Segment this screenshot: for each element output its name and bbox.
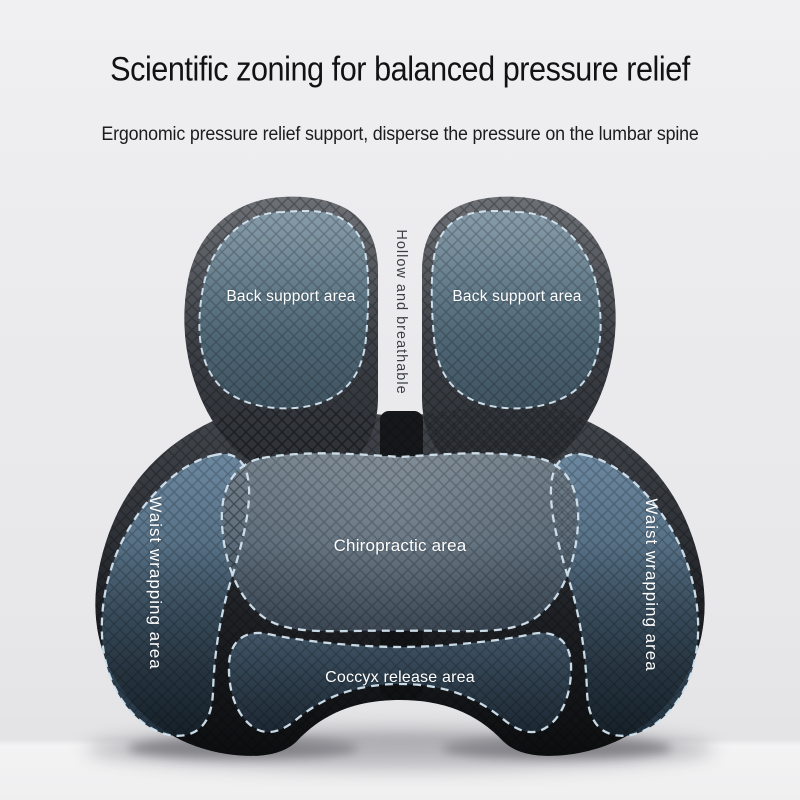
zone-label-chiropractic: Chiropractic area: [333, 536, 467, 555]
page-subtitle: Ergonomic pressure relief support, dispe…: [101, 124, 699, 145]
zone-label-coccyx-release: Coccyx release area: [325, 669, 475, 686]
cushion-shading: [95, 404, 705, 756]
page-title: Scientific zoning for balanced pressure …: [110, 50, 690, 89]
zone-label-back-support-right: Back support area: [452, 288, 582, 305]
zone-label-waist-wrap-left: Waist wrapping area: [146, 496, 165, 670]
zone-label-waist-wrap-right: Waist wrapping area: [642, 498, 661, 672]
zone-label-back-support-left: Back support area: [226, 288, 356, 305]
zone-label-hollow-breathable: Hollow and breathable: [393, 229, 409, 395]
